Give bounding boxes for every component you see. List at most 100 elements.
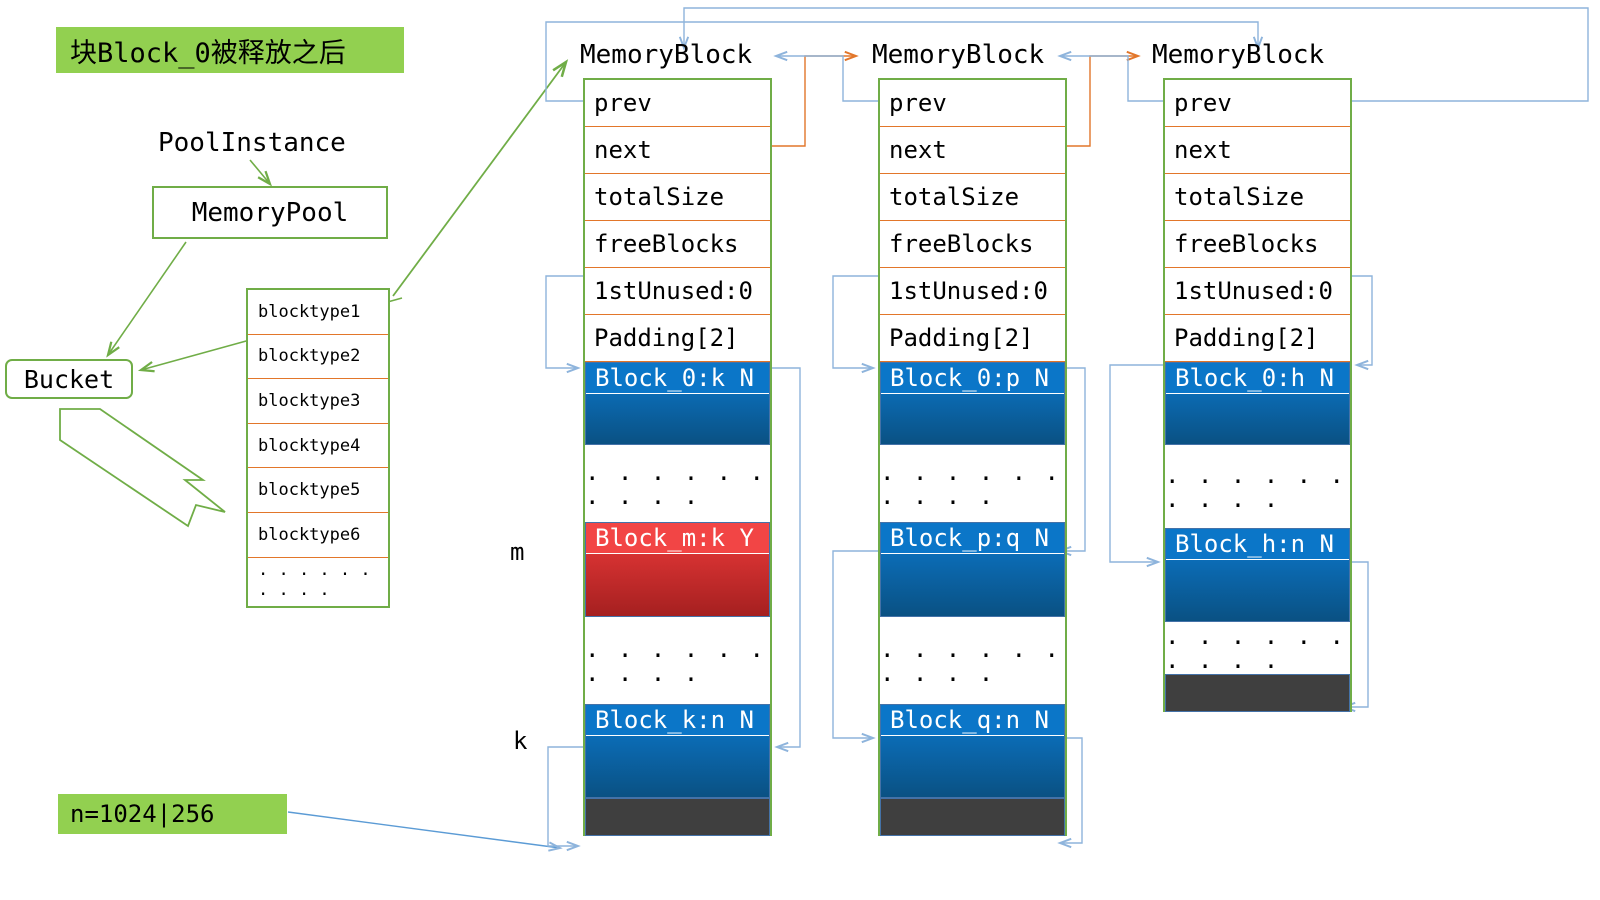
- memory-slot-label: Block_0:h N: [1175, 364, 1334, 392]
- ellipsis-glyph: . . . . . . . . . .: [880, 634, 1061, 687]
- blocktype-label: blocktype1: [258, 301, 361, 322]
- field-label: totalSize: [594, 183, 725, 211]
- memory-slot-header: Block_p:q N: [881, 523, 1064, 554]
- memorypool-box: MemoryPool: [152, 186, 388, 239]
- field-row[interactable]: freeBlocks: [880, 221, 1065, 268]
- field-row[interactable]: next: [880, 127, 1065, 174]
- bucket-label: Bucket: [23, 364, 115, 394]
- slot-ellipsis: . . . . . . . . . .: [585, 617, 770, 704]
- field-label: 1stUnused:0: [889, 277, 1048, 305]
- field-row[interactable]: prev: [880, 80, 1065, 127]
- field-row[interactable]: 1stUnused:0: [585, 268, 770, 315]
- list-item[interactable]: blocktype6: [248, 513, 388, 558]
- field-row[interactable]: Padding[2]: [585, 315, 770, 362]
- field-label: freeBlocks: [594, 230, 739, 258]
- memory-slot[interactable]: Block_m:k Y: [585, 522, 770, 617]
- field-row[interactable]: 1stUnused:0: [1165, 268, 1350, 315]
- field-label: prev: [1174, 89, 1232, 117]
- list-item-ellipsis: . . . . . . . . . .: [248, 558, 388, 603]
- memory-slot-header: Block_0:h N: [1166, 363, 1349, 394]
- field-row[interactable]: totalSize: [1165, 174, 1350, 221]
- row-index-label-k: k: [513, 727, 528, 755]
- field-label: freeBlocks: [1174, 230, 1319, 258]
- field-row[interactable]: Padding[2]: [880, 315, 1065, 362]
- memory-slot-label: Block_h:n N: [1175, 530, 1334, 558]
- field-row[interactable]: prev: [585, 80, 770, 127]
- memory-slot[interactable]: Block_q:n N: [880, 704, 1065, 798]
- list-item[interactable]: blocktype3: [248, 379, 388, 424]
- memoryblock-title: MemoryBlock: [872, 40, 1045, 70]
- memoryblock-slot-area: Block_0:h N . . . . . . . . . . Block_h:n …: [1163, 362, 1352, 712]
- memoryblock-title: MemoryBlock: [1152, 40, 1325, 70]
- memory-slot[interactable]: Block_k:n N: [585, 704, 770, 798]
- list-item[interactable]: blocktype2: [248, 335, 388, 380]
- field-row[interactable]: next: [1165, 127, 1350, 174]
- ellipsis-glyph: . . . . . . . . . .: [1165, 622, 1346, 674]
- field-row[interactable]: freeBlocks: [1165, 221, 1350, 268]
- ellipsis-glyph: . . . . . . . . . .: [1165, 460, 1346, 513]
- blocktype-label: blocktype4: [258, 435, 361, 456]
- memory-slot-label: Block_k:n N: [595, 706, 754, 734]
- field-row[interactable]: totalSize: [880, 174, 1065, 221]
- memory-slot-header: Block_m:k Y: [586, 523, 769, 554]
- memory-slot[interactable]: Block_0:h N: [1165, 362, 1350, 445]
- slot-ellipsis: . . . . . . . . . .: [1165, 622, 1350, 674]
- ellipsis-glyph: . . . . . . . . . .: [585, 457, 766, 510]
- memory-slot-header: Block_0:p N: [881, 363, 1064, 394]
- list-item[interactable]: blocktype5: [248, 468, 388, 513]
- field-label: Padding[2]: [1174, 324, 1319, 352]
- memoryblock-slot-area: Block_0:k N . . . . . . . . . . Block_m:k …: [583, 362, 772, 836]
- n-value-label: n=1024|256: [70, 800, 215, 828]
- memory-slot-label: Block_q:n N: [890, 706, 1049, 734]
- ellipsis-glyph: . . . . . . . . . .: [585, 634, 766, 687]
- list-item[interactable]: blocktype1: [248, 290, 388, 335]
- diagram-title: 块Block_0被释放之后: [70, 37, 346, 69]
- slot-unused-tail: [1165, 674, 1350, 712]
- field-row[interactable]: prev: [1165, 80, 1350, 127]
- field-row[interactable]: freeBlocks: [585, 221, 770, 268]
- blocktype-ellipsis: . . . . . . . . . .: [258, 559, 371, 600]
- memory-slot-header: Block_q:n N: [881, 705, 1064, 736]
- blocktype-label: blocktype2: [258, 346, 361, 367]
- slot-ellipsis: . . . . . . . . . .: [880, 617, 1065, 704]
- memory-slot-label: Block_m:k Y: [595, 524, 754, 552]
- memory-slot[interactable]: Block_h:n N: [1165, 528, 1350, 622]
- memory-slot[interactable]: Block_0:k N: [585, 362, 770, 445]
- memory-slot-label: Block_0:p N: [890, 364, 1049, 392]
- field-label: next: [594, 136, 652, 164]
- memoryblock-title: MemoryBlock: [580, 40, 753, 70]
- field-row[interactable]: totalSize: [585, 174, 770, 221]
- field-label: 1stUnused:0: [1174, 277, 1333, 305]
- memory-slot-label: Block_0:k N: [595, 364, 754, 392]
- field-row[interactable]: Padding[2]: [1165, 315, 1350, 362]
- field-label: freeBlocks: [889, 230, 1034, 258]
- field-label: Padding[2]: [594, 324, 739, 352]
- field-row[interactable]: 1stUnused:0: [880, 268, 1065, 315]
- diagram-title-banner: 块Block_0被释放之后: [56, 27, 404, 73]
- field-label: totalSize: [1174, 183, 1305, 211]
- memorypool-label: MemoryPool: [191, 197, 349, 228]
- field-label: totalSize: [889, 183, 1020, 211]
- slot-unused-tail: [585, 798, 770, 836]
- poolinstance-label: PoolInstance: [158, 128, 346, 158]
- field-label: 1stUnused:0: [594, 277, 753, 305]
- list-item[interactable]: blocktype4: [248, 424, 388, 469]
- slot-ellipsis: . . . . . . . . . .: [1165, 445, 1350, 528]
- slot-unused-tail: [880, 798, 1065, 836]
- blocktype-label: blocktype6: [258, 524, 361, 545]
- memory-slot-header: Block_k:n N: [586, 705, 769, 736]
- field-row[interactable]: next: [585, 127, 770, 174]
- memory-slot[interactable]: Block_p:q N: [880, 522, 1065, 617]
- bucket-box: Bucket: [5, 359, 133, 399]
- ellipsis-glyph: . . . . . . . . . .: [880, 457, 1061, 510]
- memory-slot[interactable]: Block_0:p N: [880, 362, 1065, 445]
- memory-slot-header: Block_0:k N: [586, 363, 769, 394]
- n-value-banner: n=1024|256: [58, 794, 287, 834]
- row-index-label-m: m: [510, 538, 525, 566]
